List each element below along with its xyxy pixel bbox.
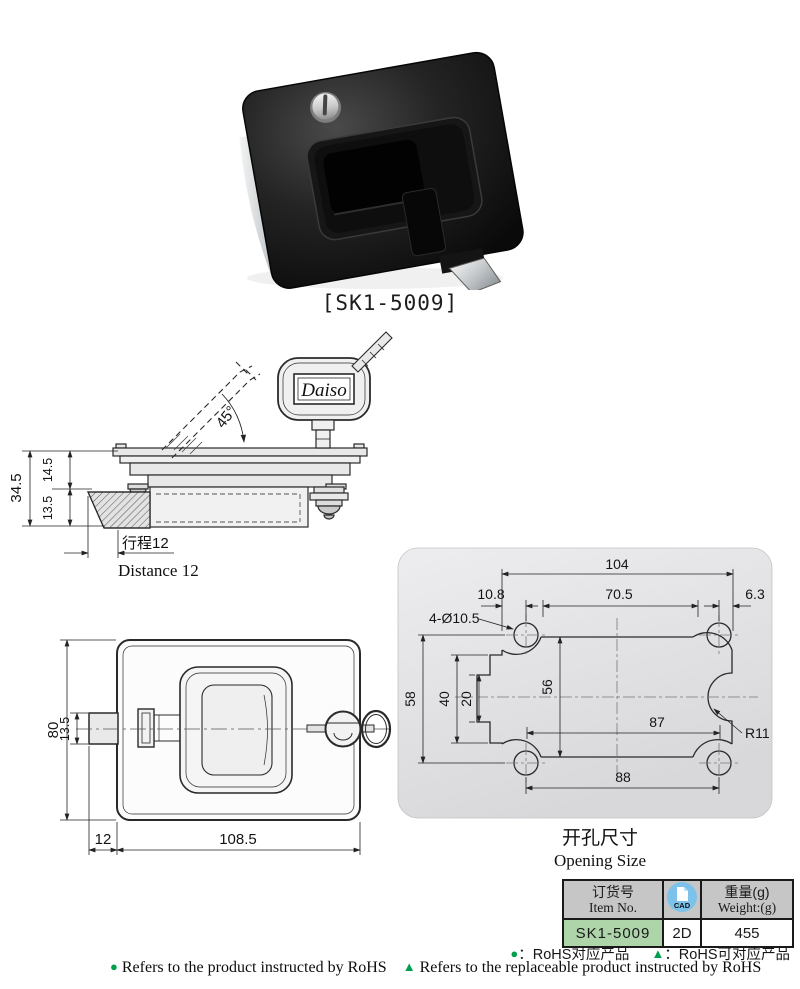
opening-title-cn: 开孔尺寸 — [562, 827, 638, 849]
rohs-triangle-icon: ▲ — [651, 946, 665, 961]
dim-upper: 14.5 — [41, 458, 55, 482]
dim-20: 20 — [458, 691, 474, 707]
rohs-legend-cn: ●：RoHS对应产品 ▲：RoHS可对应产品 — [510, 943, 790, 964]
header-item-no-cn: 订货号 — [592, 884, 634, 900]
opening-title-en: Opening Size — [554, 851, 646, 870]
dim-overall-height: 34.5 — [8, 473, 25, 502]
rohs-triangle-icon-en: ▲ — [402, 959, 416, 974]
rohs-circle-icon: ● — [510, 946, 519, 961]
opening-panel — [397, 547, 773, 819]
front-dim-lines — [60, 639, 361, 855]
opening-centerlines — [455, 615, 758, 783]
rohs-en-triangle-text: Refers to the replaceable product instru… — [419, 959, 762, 976]
dim-holes: 4-Ø10.5 — [429, 610, 480, 626]
latch-body-group — [239, 51, 524, 290]
dim-40: 40 — [436, 691, 452, 707]
travel-label-en: Distance 12 — [118, 561, 199, 580]
key-illustration: Daiso — [277, 331, 393, 449]
front-body — [88, 639, 361, 821]
table-row: SK1-5009 2D 455 — [562, 918, 794, 948]
dim-angle: 45° — [213, 403, 240, 431]
dim-56: 56 — [539, 679, 555, 695]
spec-table: 订货号 Item No. CAD 重量(g) Weight:(g) SK1-50… — [562, 879, 794, 948]
lever-hatch — [165, 433, 203, 455]
key-brand-label: Daiso — [300, 380, 346, 401]
dim-front-width: 108.5 — [219, 831, 257, 848]
opening-size-drawing: 104 10.8 70.5 6.3 4-Ø10.5 58 40 20 56 87… — [397, 547, 773, 870]
header-item-no-en: Item No. — [589, 900, 637, 915]
front-key — [306, 709, 392, 749]
header-weight-en: Weight:(g) — [717, 900, 777, 915]
keyhole — [310, 91, 342, 123]
dim-6-3: 6.3 — [745, 586, 765, 602]
opening-dim-lines — [418, 569, 751, 794]
dim-104: 104 — [605, 556, 629, 572]
latch-cam-chrome — [448, 257, 502, 290]
dim-87: 87 — [649, 714, 665, 730]
side-body — [87, 443, 368, 529]
header-weight-cn: 重量(g) — [724, 884, 770, 900]
header-item-no: 订货号 Item No. — [562, 879, 664, 920]
side-view-drawing: Daiso 45° — [8, 331, 393, 580]
cell-item-no: SK1-5009 — [562, 918, 664, 948]
rohs-cn-triangle-text: ：RoHS可对应产品 — [664, 947, 790, 963]
travel-label-cn: 行程12 — [122, 535, 169, 552]
rohs-en-circle-text: Refers to the product instructed by RoHS — [121, 959, 387, 976]
dim-front-tongue: 13.5 — [58, 717, 72, 741]
cad-icon-label: CAD — [674, 901, 691, 910]
product-label: [SK1-5009] — [321, 291, 459, 315]
rohs-circle-icon-en: ● — [110, 959, 118, 974]
paddle-recess — [306, 116, 483, 257]
dim-front-offset: 12 — [95, 831, 112, 848]
dim-front-height: 80 — [45, 722, 62, 739]
header-weight: 重量(g) Weight:(g) — [700, 879, 794, 920]
cad-icon: CAD — [667, 882, 697, 912]
latch-lever-45 — [161, 361, 261, 459]
angle-arc — [221, 393, 247, 443]
dim-88: 88 — [615, 769, 631, 785]
side-dim-lines — [22, 450, 174, 558]
front-view-drawing: 80 13.5 12 108.5 — [45, 639, 392, 855]
header-cad: CAD — [662, 879, 702, 920]
dim-10-8: 10.8 — [477, 586, 504, 602]
dim-r11: R11 — [745, 725, 770, 741]
dim-58: 58 — [402, 691, 418, 707]
product-photo — [239, 51, 524, 290]
side-hidden-lines — [156, 493, 301, 523]
cell-cad-type: 2D — [662, 918, 702, 948]
dim-70-5: 70.5 — [605, 586, 632, 602]
rohs-cn-circle-text: ：RoHS对应产品 — [518, 947, 630, 963]
rohs-legend-en: ● Refers to the product instructed by Ro… — [110, 959, 761, 977]
cell-weight: 455 — [700, 918, 794, 948]
dim-lower: 13.5 — [41, 496, 55, 520]
